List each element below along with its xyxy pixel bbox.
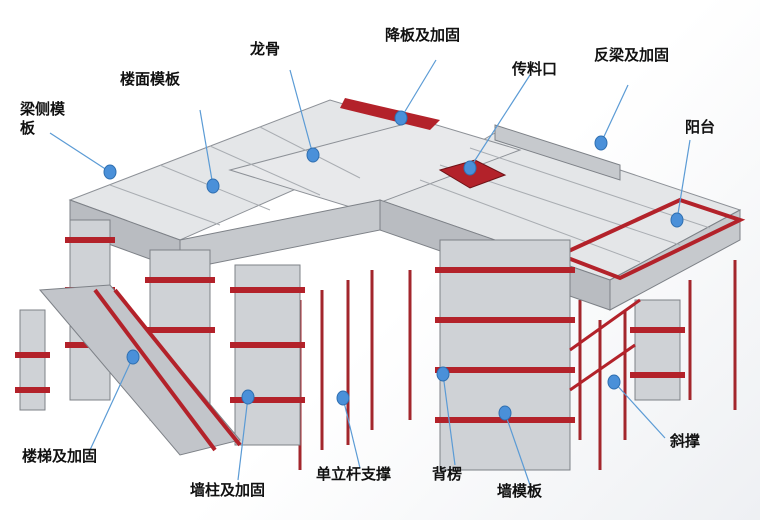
label-feed-opening: 传料口 — [512, 60, 558, 78]
stair — [38, 284, 241, 456]
label-drop-slab: 降板及加固 — [385, 26, 461, 44]
balcony-frame — [554, 197, 746, 281]
diagonal-braces — [569, 298, 641, 392]
drop-slab-reinforcement — [340, 98, 440, 130]
label-diagonal-brace: 斜撑 — [670, 432, 701, 450]
label-floor-formwork: 楼面模板 — [120, 70, 181, 88]
label-single-pole-support: 单立杆支撑 — [316, 465, 392, 483]
leader-lines — [49, 59, 691, 486]
label-inverted-beam: 反梁及加固 — [594, 46, 670, 64]
label-stair: 楼梯及加固 — [22, 447, 98, 465]
label-keel: 龙骨 — [250, 40, 281, 58]
callout-dots — [103, 110, 684, 421]
label-beam-side-formwork: 梁侧模板 — [20, 100, 66, 137]
label-wall-formwork: 墙模板 — [497, 482, 543, 500]
label-balcony: 阳台 — [685, 118, 716, 136]
label-wall-column: 墙柱及加固 — [190, 481, 266, 499]
label-back-rib: 背楞 — [432, 465, 463, 483]
back-ribs — [15, 237, 685, 423]
